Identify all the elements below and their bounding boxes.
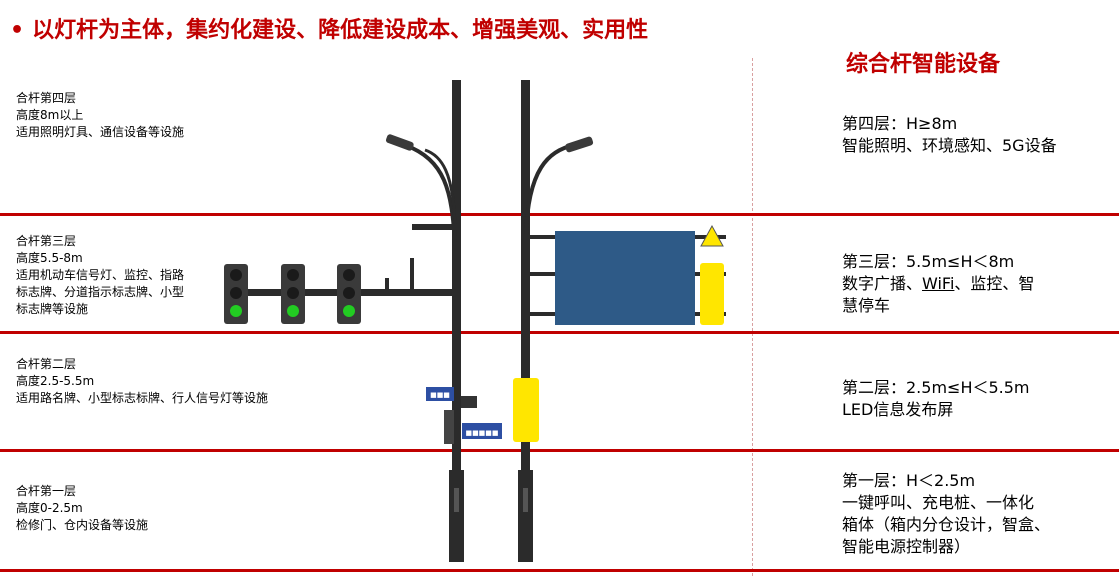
layer-divider-bottom <box>0 569 1119 572</box>
traffic-signal-1 <box>224 264 248 324</box>
layer3-right-desc: 第三层：5.5m≤H＜8m 数字广播、WiFi、监控、智 慧停车 <box>842 251 1034 317</box>
layer-divider-3-2 <box>0 331 1119 334</box>
layer4-right-desc: 第四层：H≥8m 智能照明、环境感知、5G设备 <box>842 113 1057 157</box>
pedestrian-signal <box>444 410 454 444</box>
svg-text:■■■■■: ■■■■■ <box>465 429 498 437</box>
layer4-left-line: 合杆第四层 <box>16 91 77 105</box>
layer3-left-desc: 合杆第三层 高度5.5-8m 适用机动车信号灯、监控、指路 标志牌、分道指示标志… <box>16 233 184 318</box>
layer1-right-line: 第一层：H＜2.5m <box>842 471 976 490</box>
layer2-left-line: 合杆第二层 <box>16 357 77 371</box>
layer3-right-line: 第三层：5.5m≤H＜8m <box>842 252 1015 271</box>
column-divider <box>752 58 753 576</box>
layer1-left-desc: 合杆第一层 高度0-2.5m 检修门、仓内设备等设施 <box>16 483 148 534</box>
yellow-device-box <box>700 263 724 325</box>
traffic-signal-3 <box>337 264 361 324</box>
right-lamp-head <box>565 136 594 153</box>
layer4-left-line: 适用照明灯具、通信设备等设施 <box>16 125 185 139</box>
traffic-signal-2 <box>281 264 305 324</box>
layer-divider-2-1 <box>0 449 1119 452</box>
layer4-right-line: 第四层：H≥8m <box>842 114 958 133</box>
layer1-right-desc: 第一层：H＜2.5m 一键呼叫、充电桩、一体化 箱体（箱内分仓设计，智盒、 智能… <box>842 470 1050 558</box>
layer3-left-line: 标志牌等设施 <box>16 302 89 316</box>
layer1-right-line: 智能电源控制器） <box>842 537 971 556</box>
layer4-right-line: 智能照明、环境感知、5G设备 <box>842 136 1057 155</box>
layer3-left-line: 标志牌、分道指示标志牌、小型 <box>16 285 185 299</box>
layer2-left-line: 适用路名牌、小型标志标牌、行人信号灯等设施 <box>16 391 269 405</box>
layer2-right-line: LED信息发布屏 <box>842 400 954 419</box>
title-text: 以灯杆为主体，集约化建设、降低建设成本、增强美观、实用性 <box>32 18 649 43</box>
yellow-warning-triangle <box>700 224 724 247</box>
layer2-left-line: 高度2.5-5.5m <box>16 374 95 388</box>
layer3-left-line: 适用机动车信号灯、监控、指路 <box>16 268 185 282</box>
layer3-right-line: 数字广播、WiFi、监控、智 <box>842 274 1035 293</box>
title-bullet: • <box>10 18 25 43</box>
layer1-left-line: 检修门、仓内设备等设施 <box>16 518 149 532</box>
street-sign-main: ■■■■■ <box>462 423 502 439</box>
layer-divider-4-3 <box>0 213 1119 216</box>
wifi-text: WiFi <box>922 274 955 293</box>
led-info-screen <box>513 378 539 442</box>
layer3-right-line: 慧停车 <box>842 296 891 315</box>
layer1-right-line: 箱体（箱内分仓设计，智盒、 <box>842 515 1051 534</box>
layer3-left-line: 合杆第三层 <box>16 234 77 248</box>
layer4-left-line: 高度8m以上 <box>16 108 84 122</box>
left-lamp-head <box>385 134 414 151</box>
layer1-left-line: 合杆第一层 <box>16 484 77 498</box>
layer2-left-desc: 合杆第二层 高度2.5-5.5m 适用路名牌、小型标志标牌、行人信号灯等设施 <box>16 356 268 407</box>
layer1-right-line: 一键呼叫、充电桩、一体化 <box>842 493 1035 512</box>
small-sign-box <box>461 396 477 408</box>
page-title: • 以灯杆为主体，集约化建设、降低建设成本、增强美观、实用性 <box>10 12 648 44</box>
digital-broadcast-screen <box>555 231 695 325</box>
layer3-left-line: 高度5.5-8m <box>16 251 83 265</box>
layer2-right-desc: 第二层：2.5m≤H＜5.5m LED信息发布屏 <box>842 377 1030 421</box>
street-sign-small: ■■■ <box>426 387 454 401</box>
layer4-left-desc: 合杆第四层 高度8m以上 适用照明灯具、通信设备等设施 <box>16 90 184 141</box>
layer1-left-line: 高度0-2.5m <box>16 501 83 515</box>
layer2-right-line: 第二层：2.5m≤H＜5.5m <box>842 378 1030 397</box>
svg-text:■■■: ■■■ <box>430 391 450 399</box>
right-column-title: 综合杆智能设备 <box>846 52 1001 77</box>
